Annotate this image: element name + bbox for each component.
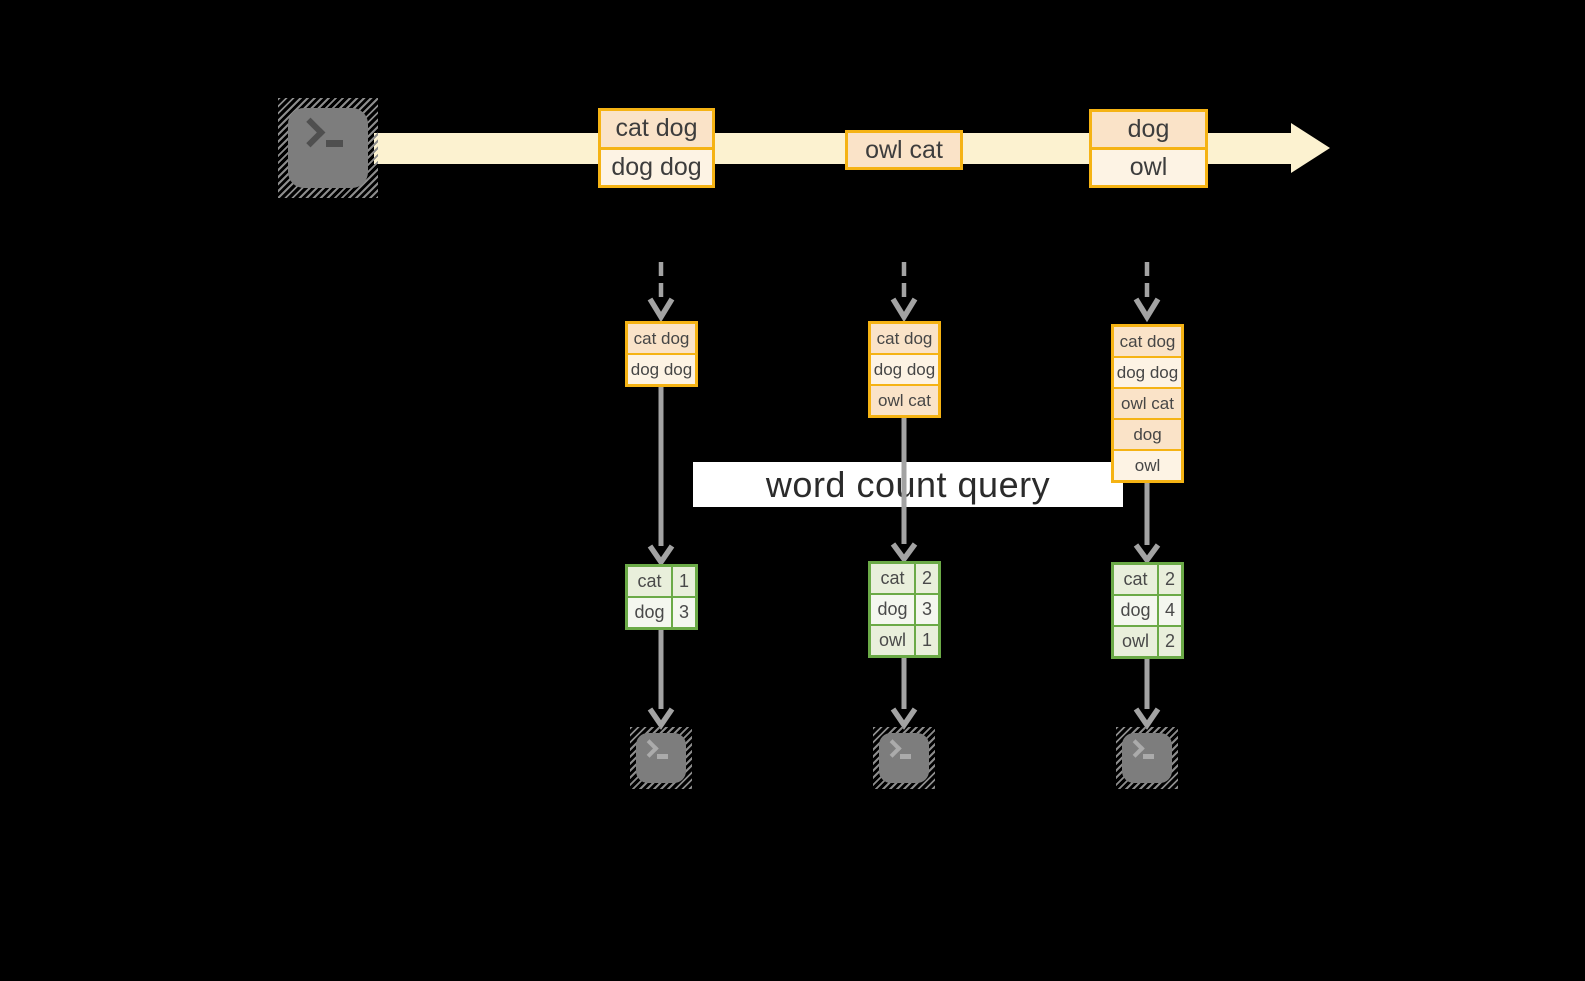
ingest-arrow-1: [647, 262, 675, 323]
terminal-screen: [1122, 733, 1172, 783]
terminal-source-icon: [278, 98, 378, 198]
ingest-arrow-2: [890, 262, 918, 323]
count-table-3: cat 2 dog 4 owl 2: [1111, 562, 1184, 659]
buffer-row: dog dog: [628, 355, 695, 384]
message-buffer-2: cat dog dog dog owl cat: [868, 321, 941, 418]
terminal-screen: [879, 733, 929, 783]
output-arrow-3: [1133, 659, 1161, 730]
count-value-cell: 1: [916, 626, 938, 655]
prompt-underscore-icon: [657, 754, 668, 759]
output-arrow-1: [647, 630, 675, 730]
terminal-sink-icon-3: [1116, 727, 1178, 789]
buffer-row: owl cat: [871, 386, 938, 415]
buffer-row: owl cat: [1114, 389, 1181, 418]
buffer-row: dog dog: [1114, 358, 1181, 387]
stream-message-1: cat dog dog dog: [598, 108, 715, 188]
count-value-cell: 3: [916, 595, 938, 624]
message-buffer-1: cat dog dog dog: [625, 321, 698, 387]
buffer-row: dog dog: [871, 355, 938, 384]
query-arrow-1: [647, 387, 675, 567]
count-word-cell: dog: [628, 598, 671, 627]
count-value-cell: 2: [916, 564, 938, 593]
message-row: owl cat: [848, 133, 960, 167]
count-word-cell: dog: [1114, 596, 1157, 625]
prompt-chevron-icon: [883, 739, 902, 758]
terminal-screen: [636, 733, 686, 783]
buffer-row: cat dog: [628, 324, 695, 353]
count-value-cell: 4: [1159, 596, 1181, 625]
stream-arrowhead-icon: [1291, 123, 1330, 173]
count-value-cell: 3: [673, 598, 695, 627]
terminal-screen: [288, 108, 368, 188]
count-word-cell: cat: [871, 564, 914, 593]
query-arrow-2: [890, 418, 918, 564]
message-row: dog: [1092, 112, 1205, 147]
prompt-underscore-icon: [326, 140, 343, 147]
prompt-chevron-icon: [295, 117, 326, 148]
count-word-cell: cat: [628, 567, 671, 596]
message-row: cat dog: [601, 111, 712, 147]
prompt-chevron-icon: [1126, 739, 1145, 758]
buffer-row: cat dog: [1114, 327, 1181, 356]
stream-message-3: dog owl: [1089, 109, 1208, 188]
query-arrow-3: [1133, 483, 1161, 565]
ingest-arrow-3: [1133, 262, 1161, 323]
buffer-row: dog: [1114, 420, 1181, 449]
terminal-sink-icon-2: [873, 727, 935, 789]
count-table-1: cat 1 dog 3: [625, 564, 698, 630]
buffer-row: cat dog: [871, 324, 938, 353]
count-word-cell: cat: [1114, 565, 1157, 594]
count-word-cell: owl: [1114, 627, 1157, 656]
message-row: owl: [1092, 150, 1205, 185]
buffer-row: owl: [1114, 451, 1181, 480]
count-word-cell: dog: [871, 595, 914, 624]
query-banner: word count query: [693, 462, 1123, 507]
prompt-underscore-icon: [1143, 754, 1154, 759]
prompt-chevron-icon: [640, 739, 659, 758]
count-value-cell: 2: [1159, 627, 1181, 656]
count-value-cell: 1: [673, 567, 695, 596]
output-arrow-2: [890, 658, 918, 730]
prompt-underscore-icon: [900, 754, 911, 759]
message-buffer-3: cat dog dog dog owl cat dog owl: [1111, 324, 1184, 483]
query-label: word count query: [765, 463, 1051, 505]
message-row: dog dog: [601, 149, 712, 185]
terminal-sink-icon-1: [630, 727, 692, 789]
stream-message-2: owl cat: [845, 130, 963, 170]
count-table-2: cat 2 dog 3 owl 1: [868, 561, 941, 658]
count-word-cell: owl: [871, 626, 914, 655]
count-value-cell: 2: [1159, 565, 1181, 594]
